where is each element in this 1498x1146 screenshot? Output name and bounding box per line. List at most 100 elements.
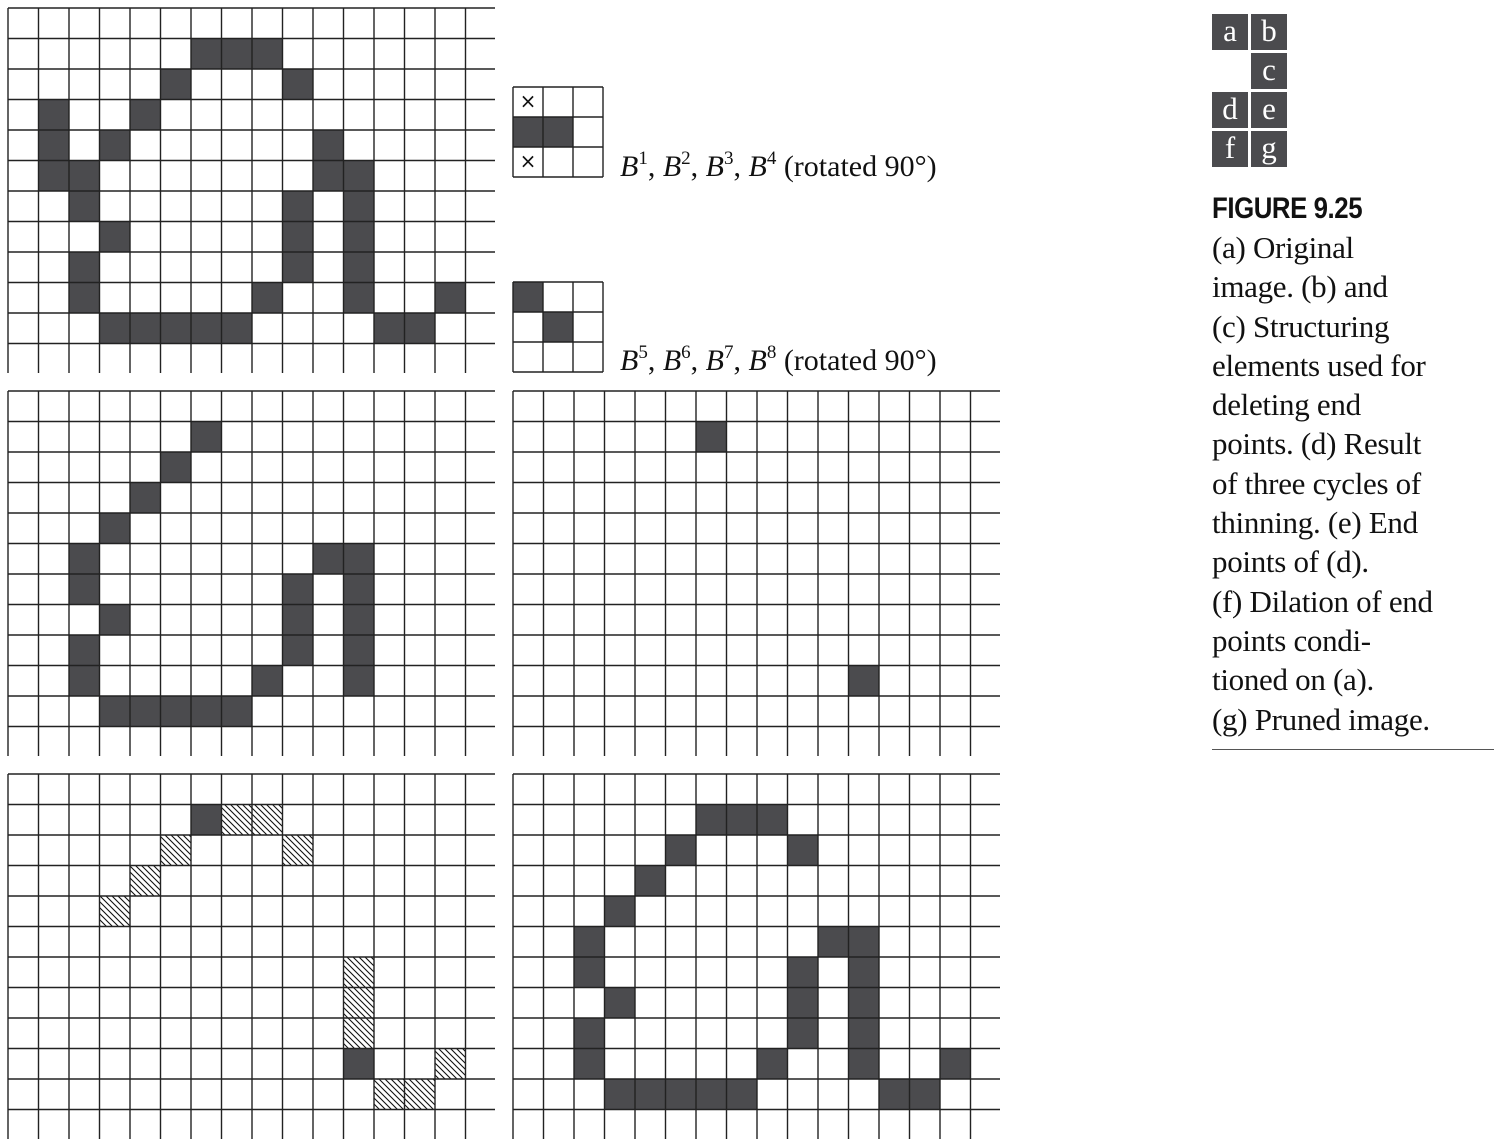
filled-pixel bbox=[343, 543, 374, 574]
filled-pixel bbox=[696, 804, 727, 835]
se-filled-cell bbox=[513, 282, 543, 312]
label-symbol: B bbox=[662, 344, 682, 377]
filled-pixel bbox=[282, 635, 313, 666]
filled-pixel bbox=[574, 1048, 605, 1079]
filled-pixel bbox=[848, 665, 879, 696]
hatched-pixel bbox=[374, 1079, 405, 1110]
filled-pixel bbox=[99, 513, 130, 544]
filled-pixel bbox=[787, 1018, 818, 1049]
panel-letter-b: b bbox=[1251, 14, 1287, 50]
filled-pixel bbox=[191, 313, 222, 344]
filled-pixel bbox=[130, 696, 161, 727]
label-text: , bbox=[733, 344, 749, 377]
filled-pixel bbox=[313, 130, 344, 161]
structuring-element-b1-b4: ×× bbox=[512, 86, 604, 178]
caption-line: (c) Structuring bbox=[1212, 308, 1390, 344]
filled-pixel bbox=[252, 38, 283, 69]
filled-pixel bbox=[99, 221, 130, 252]
panel-letter-key: a b c d e f g bbox=[1212, 14, 1292, 170]
label-superscript: 6 bbox=[681, 342, 691, 363]
filled-pixel bbox=[99, 130, 130, 161]
filled-pixel bbox=[343, 252, 374, 283]
panel-letter-f: f bbox=[1212, 131, 1248, 167]
filled-pixel bbox=[879, 1079, 910, 1110]
label-text: (rotated 90°) bbox=[776, 344, 937, 377]
caption-rule bbox=[1212, 748, 1494, 750]
filled-pixel bbox=[604, 896, 635, 927]
filled-pixel bbox=[435, 282, 466, 313]
hatched-pixel bbox=[435, 1048, 466, 1079]
filled-pixel bbox=[160, 696, 191, 727]
filled-pixel bbox=[404, 313, 435, 344]
filled-pixel bbox=[574, 926, 605, 957]
label-superscript: 3 bbox=[723, 148, 734, 169]
dont-care-mark: × bbox=[520, 149, 537, 173]
filled-pixel bbox=[69, 160, 100, 191]
caption-line: image. (b) and bbox=[1212, 269, 1388, 305]
label-text: , bbox=[647, 150, 663, 183]
filled-pixel bbox=[282, 252, 313, 283]
filled-pixel bbox=[343, 574, 374, 605]
label-text: , bbox=[690, 344, 706, 377]
se-filled-cell bbox=[513, 117, 543, 147]
filled-pixel bbox=[818, 926, 849, 957]
filled-pixel bbox=[343, 221, 374, 252]
label-symbol: B bbox=[748, 344, 767, 377]
filled-pixel bbox=[848, 1018, 879, 1049]
filled-pixel bbox=[665, 1079, 696, 1110]
filled-pixel bbox=[313, 543, 344, 574]
label-text: , bbox=[647, 344, 663, 377]
filled-pixel bbox=[726, 1079, 757, 1110]
caption-line: of three cycles of bbox=[1212, 465, 1421, 501]
hatched-pixel bbox=[221, 804, 252, 835]
se-filled-cell bbox=[543, 117, 573, 147]
caption-line: (g) Pruned image. bbox=[1212, 701, 1430, 737]
panel-d-thinning-result-grid bbox=[7, 390, 495, 756]
filled-pixel bbox=[99, 696, 130, 727]
filled-pixel bbox=[282, 574, 313, 605]
filled-pixel bbox=[69, 543, 100, 574]
label-superscript: 7 bbox=[723, 342, 734, 363]
label-superscript: 2 bbox=[681, 148, 691, 169]
panel-f-dilation-grid bbox=[7, 773, 495, 1139]
panel-letter-e: e bbox=[1251, 92, 1287, 128]
label-symbol: B bbox=[748, 150, 767, 183]
filled-pixel bbox=[130, 99, 161, 130]
filled-pixel bbox=[130, 313, 161, 344]
filled-pixel bbox=[757, 804, 788, 835]
caption-line: points of (d). bbox=[1212, 544, 1369, 580]
filled-pixel bbox=[343, 665, 374, 696]
filled-pixel bbox=[604, 1079, 635, 1110]
caption-line: points. (d) Result bbox=[1212, 426, 1422, 462]
hatched-pixel bbox=[130, 865, 161, 896]
filled-pixel bbox=[940, 1048, 971, 1079]
filled-pixel bbox=[343, 635, 374, 666]
filled-pixel bbox=[635, 865, 666, 896]
structuring-element-b1-b4-label: B1, B2, B3, B4 (rotated 90°) bbox=[620, 148, 937, 184]
hatched-pixel bbox=[160, 835, 191, 866]
filled-pixel bbox=[726, 804, 757, 835]
structuring-element-b5-b8-label: B5, B6, B7, B8 (rotated 90°) bbox=[620, 342, 937, 378]
filled-pixel bbox=[191, 421, 222, 452]
filled-pixel bbox=[848, 987, 879, 1018]
caption-line: tioned on (a). bbox=[1212, 662, 1374, 698]
filled-pixel bbox=[69, 635, 100, 666]
filled-pixel bbox=[848, 926, 879, 957]
filled-pixel bbox=[343, 604, 374, 635]
label-superscript: 8 bbox=[766, 342, 777, 363]
filled-pixel bbox=[38, 160, 69, 191]
hatched-pixel bbox=[343, 957, 374, 988]
filled-pixel bbox=[69, 191, 100, 222]
filled-pixel bbox=[160, 69, 191, 100]
panel-letter-d: d bbox=[1212, 92, 1248, 128]
hatched-pixel bbox=[282, 835, 313, 866]
caption-line: points condi- bbox=[1212, 622, 1371, 658]
hatched-pixel bbox=[404, 1079, 435, 1110]
filled-pixel bbox=[604, 987, 635, 1018]
panel-letter-a: a bbox=[1212, 14, 1248, 50]
label-superscript: 5 bbox=[638, 342, 648, 363]
grid-background bbox=[512, 390, 1000, 756]
filled-pixel bbox=[848, 957, 879, 988]
label-text: , bbox=[690, 150, 706, 183]
filled-pixel bbox=[221, 313, 252, 344]
